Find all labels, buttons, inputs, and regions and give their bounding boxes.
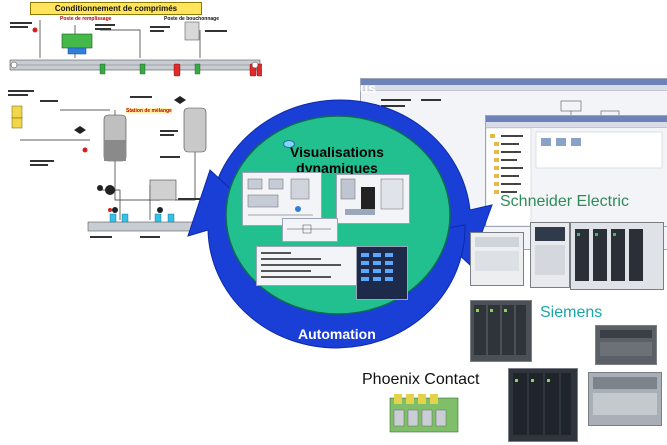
station-melange-label: Station de mélange: [126, 108, 172, 114]
vendor-phoenix-label: Phoenix Contact: [362, 371, 480, 388]
hmi-screen-2: [336, 174, 410, 224]
station-bouchonnage-label: Poste de bouchonnage: [164, 16, 220, 22]
station-remplissage-label: Poste de remplissage: [60, 16, 112, 22]
schneider-plc-2: [530, 222, 570, 288]
window-toolbar: [486, 122, 667, 128]
siemens-plc-1: [470, 300, 532, 362]
scada-title: Conditionnement de comprimés: [30, 2, 202, 15]
project-browser-window: [485, 115, 667, 227]
cycle-bottom-label: Automation: [298, 326, 376, 342]
phoenix-module: [386, 390, 466, 440]
center-title-line1: Visualisations: [290, 144, 384, 160]
schneider-plc-1: [470, 232, 524, 286]
siemens-plc-3: [508, 368, 578, 442]
project-tree: [485, 127, 663, 227]
vendor-siemens-label: Siemens: [540, 304, 603, 321]
siemens-plc-2: [595, 325, 657, 365]
cycle-top-label: processus: [306, 80, 377, 96]
vendor-schneider-label: Schneider Electric: [500, 193, 629, 210]
scada-schematic: Conditionnement de comprimés Poste de re…: [0, 0, 262, 250]
hmi-screen-3: [282, 218, 338, 242]
hmi-screen-5: [356, 246, 408, 300]
window-titlebar: [361, 79, 667, 85]
window-toolbar: [361, 85, 667, 91]
siemens-plc-4: [588, 372, 662, 426]
window-titlebar: [486, 116, 667, 122]
hmi-screen-4: [256, 246, 362, 286]
monitor-icon: [283, 140, 295, 148]
schneider-plc-3: [570, 222, 664, 290]
